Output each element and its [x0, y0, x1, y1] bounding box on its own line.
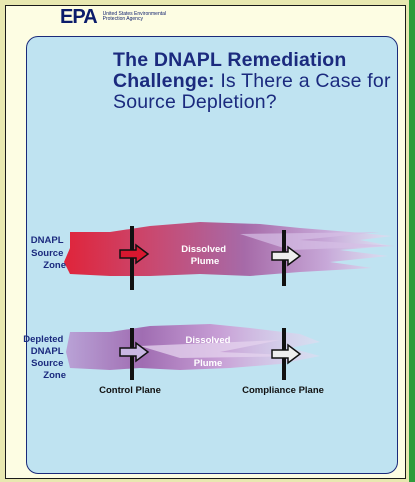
- top-plume-group: [64, 222, 395, 276]
- bottom-control-arrow: [119, 341, 150, 363]
- bottom-plume-streak: [140, 340, 310, 358]
- top-control-arrow: [119, 243, 150, 265]
- page-title: The DNAPL Remediation Challenge: Is Ther…: [113, 50, 393, 113]
- side-accent-bar: [409, 0, 415, 482]
- flux-arrows: [119, 243, 302, 365]
- top-plume-streak: [240, 232, 395, 250]
- title-rest: Is There a Case for Source Depletion?: [113, 70, 391, 113]
- agency-name: United States Environmental Protection A…: [102, 10, 167, 22]
- top-source-label: DNAPL Source Zone: [31, 235, 66, 271]
- title-bold: The DNAPL Remediation Challenge:: [113, 49, 347, 92]
- epa-logo-mark: EPA: [60, 6, 98, 28]
- bottom-plume-label-1: Dissolved: [186, 335, 231, 346]
- control-plane-label: Control Plane: [99, 385, 161, 396]
- bottom-plume-group: [66, 324, 320, 370]
- epa-logo: EPA United States Environmental Protecti…: [60, 7, 183, 27]
- top-compliance-arrow: [271, 245, 302, 267]
- bottom-source-label: Depleted DNAPL Source Zone: [23, 334, 66, 381]
- bottom-compliance-arrow: [271, 343, 302, 365]
- compliance-plane-label: Compliance Plane: [242, 385, 324, 396]
- bottom-plume-label-2: Plume: [194, 358, 223, 369]
- top-plume-label: Dissolved Plume: [181, 244, 229, 267]
